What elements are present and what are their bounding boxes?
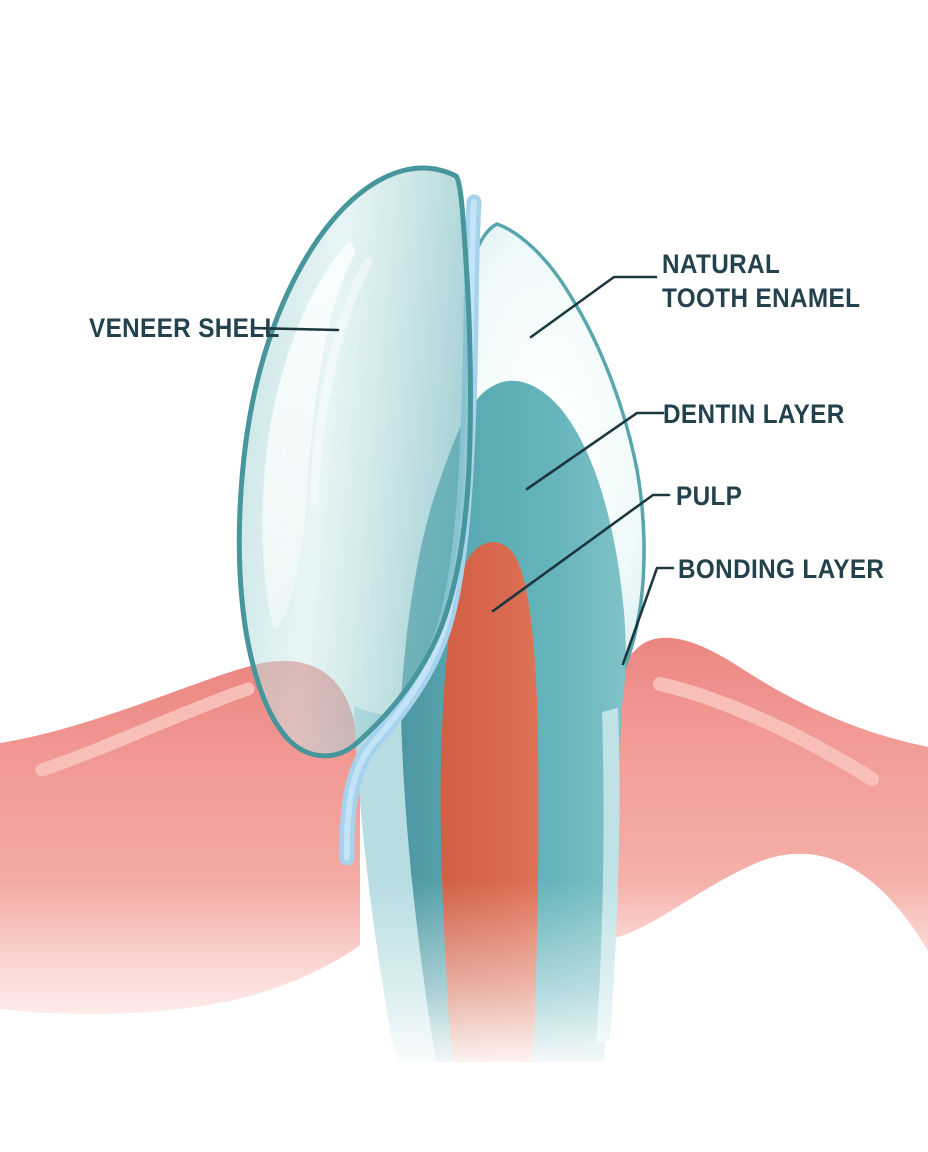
veneer-highlight xyxy=(262,240,356,630)
label-bonding-layer: BONDING LAYER xyxy=(678,554,885,584)
right-gum-highlight xyxy=(653,677,879,786)
leader-line-natural-tooth-enamel xyxy=(529,275,658,339)
right-gum-shape xyxy=(612,637,928,952)
veneer-shell-shape xyxy=(236,165,473,759)
leader-line-veneer-shell xyxy=(250,326,340,332)
label-pulp: PULP xyxy=(676,481,743,511)
leader-line-dentin-layer xyxy=(525,411,665,491)
label-dentin-layer: DENTIN LAYER xyxy=(663,399,845,429)
leader-line-pulp xyxy=(491,493,671,613)
label-natural-tooth-enamel: NATURAL TOOTH ENAMEL xyxy=(662,249,861,313)
bottom-fade xyxy=(0,880,928,1152)
left-gum-highlight xyxy=(35,682,255,777)
leader-line-bonding-layer xyxy=(621,566,675,666)
veneer-highlight-streak xyxy=(309,257,373,505)
label-veneer-shell: VENEER SHELL xyxy=(89,313,280,343)
